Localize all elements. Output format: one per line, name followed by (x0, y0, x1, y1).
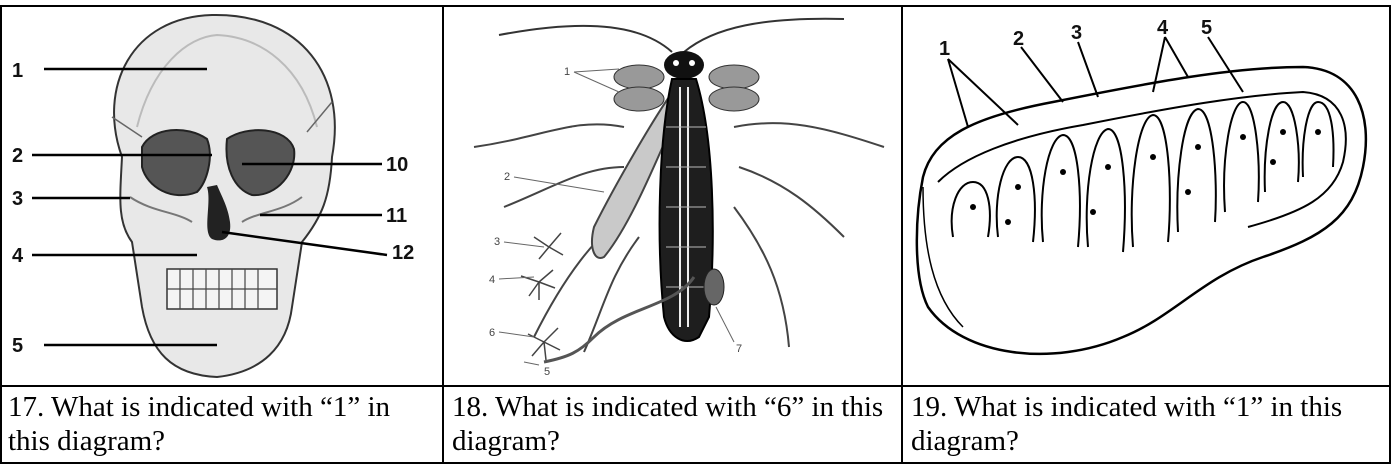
mito-label-3: 3 (1071, 22, 1082, 44)
crayfish-label-3: 3 (494, 236, 500, 248)
question-19: 19. What is indicated with “1” in this d… (911, 390, 1381, 458)
mito-label-2: 2 (1013, 28, 1024, 50)
skull-label-4: 4 (12, 245, 24, 267)
crayfish-label-7: 7 (736, 343, 742, 355)
skull-label-1: 1 (12, 60, 23, 82)
mitochondrion-diagram: 1 2 3 4 5 (903, 7, 1389, 385)
skull-label-2: 2 (12, 145, 23, 167)
question-17: 17. What is indicated with “1” in this d… (8, 390, 438, 458)
skull-label-12: 12 (392, 242, 414, 264)
skull-label-5: 5 (12, 335, 23, 357)
mito-label-4: 4 (1157, 17, 1169, 39)
skull-diagram: 1 2 3 4 5 10 11 12 (2, 7, 442, 385)
mito-label-1: 1 (939, 38, 950, 60)
crayfish-label-4: 4 (489, 274, 495, 286)
crayfish-label-6: 6 (489, 327, 495, 339)
border-mid (0, 385, 1391, 387)
skull-label-10: 10 (386, 154, 408, 176)
crayfish-label-2: 2 (504, 171, 510, 183)
question-18: 18. What is indicated with “6” in this d… (452, 390, 897, 458)
mito-label-5: 5 (1201, 17, 1212, 39)
skull-label-3: 3 (12, 188, 23, 210)
crayfish-diagram: 1 2 3 4 6 5 7 (444, 7, 901, 385)
crayfish-label-5: 5 (544, 366, 550, 378)
crayfish-label-1: 1 (564, 66, 570, 78)
skull-label-11: 11 (386, 205, 407, 227)
